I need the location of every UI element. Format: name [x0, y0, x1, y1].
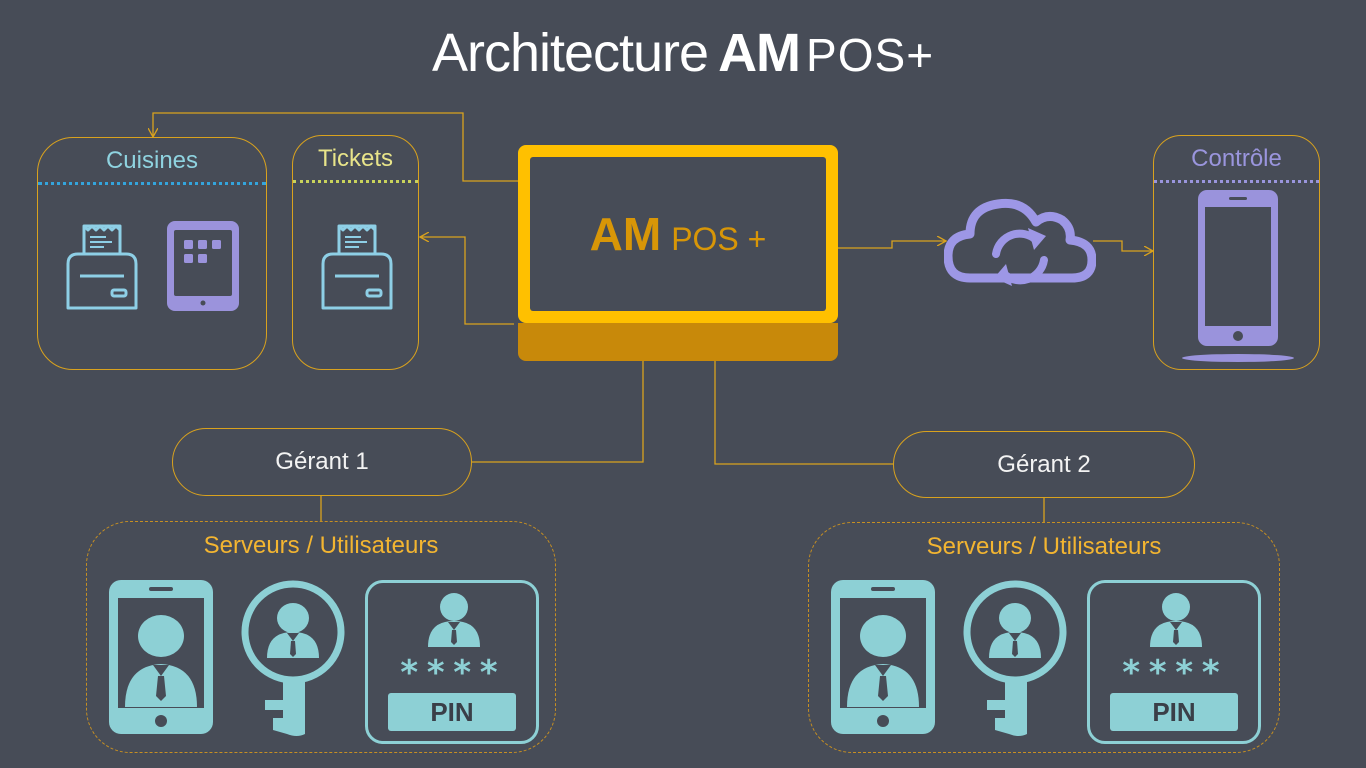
title-brand: AM	[718, 23, 801, 83]
cuisines-divider	[38, 182, 266, 185]
key-user-icon	[241, 580, 345, 736]
cuisines-box: Cuisines	[37, 137, 267, 370]
pin-mask: ****	[1121, 653, 1227, 693]
users-group-1: Serveurs / Utilisateurs **** PIN	[86, 521, 556, 753]
connector-monitor-tickets	[420, 237, 514, 325]
phone-user-icon	[109, 580, 213, 734]
pin-user-icon	[428, 593, 480, 647]
controle-box: Contrôle	[1153, 135, 1320, 370]
gerant-2-label: Gérant 2	[997, 450, 1091, 478]
ampos-monitor: AM POS +	[518, 145, 838, 361]
cuisines-label: Cuisines	[105, 147, 199, 174]
title-main: Architecture	[431, 23, 709, 83]
phone-user-icon	[831, 580, 935, 734]
connector-cloud-controle	[1093, 240, 1153, 251]
tablet-icon	[167, 221, 239, 311]
smartphone-icon	[1182, 190, 1294, 362]
pin-badge: PIN	[388, 693, 516, 731]
cloud-sync-icon	[944, 198, 1096, 286]
pin-badge: PIN	[1110, 693, 1238, 731]
connector-monitor-gerant2	[714, 361, 893, 465]
connector-monitor-gerant1	[472, 361, 644, 463]
tickets-box: Tickets	[292, 135, 419, 370]
users-group-2-label: Serveurs / Utilisateurs	[926, 533, 1162, 560]
pin-label: PIN	[1152, 696, 1196, 727]
pin-card: **** PIN	[365, 580, 539, 744]
title-product: POS+	[806, 29, 935, 81]
monitor-base	[518, 323, 838, 361]
receipt-printer-icon	[321, 224, 393, 310]
pin-user-icon	[1150, 593, 1202, 647]
tickets-divider	[293, 180, 418, 183]
users-group-1-label: Serveurs / Utilisateurs	[203, 532, 439, 559]
monitor-product: POS +	[671, 220, 767, 257]
monitor-display: AM POS +	[530, 157, 826, 311]
controle-label: Contrôle	[1191, 145, 1282, 172]
connector-monitor-cloud	[838, 241, 946, 249]
gerant-2-pill: Gérant 2	[893, 431, 1195, 498]
users-group-2: Serveurs / Utilisateurs **** PIN	[808, 522, 1280, 753]
gerant-1-label: Gérant 1	[275, 448, 369, 475]
gerant-1-pill: Gérant 1	[172, 428, 472, 496]
key-user-icon	[963, 580, 1067, 736]
monitor-screen: AM POS +	[518, 145, 838, 323]
pin-card: **** PIN	[1087, 580, 1261, 744]
receipt-printer-icon	[66, 224, 138, 310]
pin-mask: ****	[399, 653, 505, 693]
tickets-label: Tickets	[317, 145, 394, 172]
connector-monitor-cuisines	[153, 112, 518, 182]
controle-divider	[1154, 180, 1319, 183]
pin-label: PIN	[430, 696, 474, 727]
monitor-brand: AM	[589, 208, 662, 260]
